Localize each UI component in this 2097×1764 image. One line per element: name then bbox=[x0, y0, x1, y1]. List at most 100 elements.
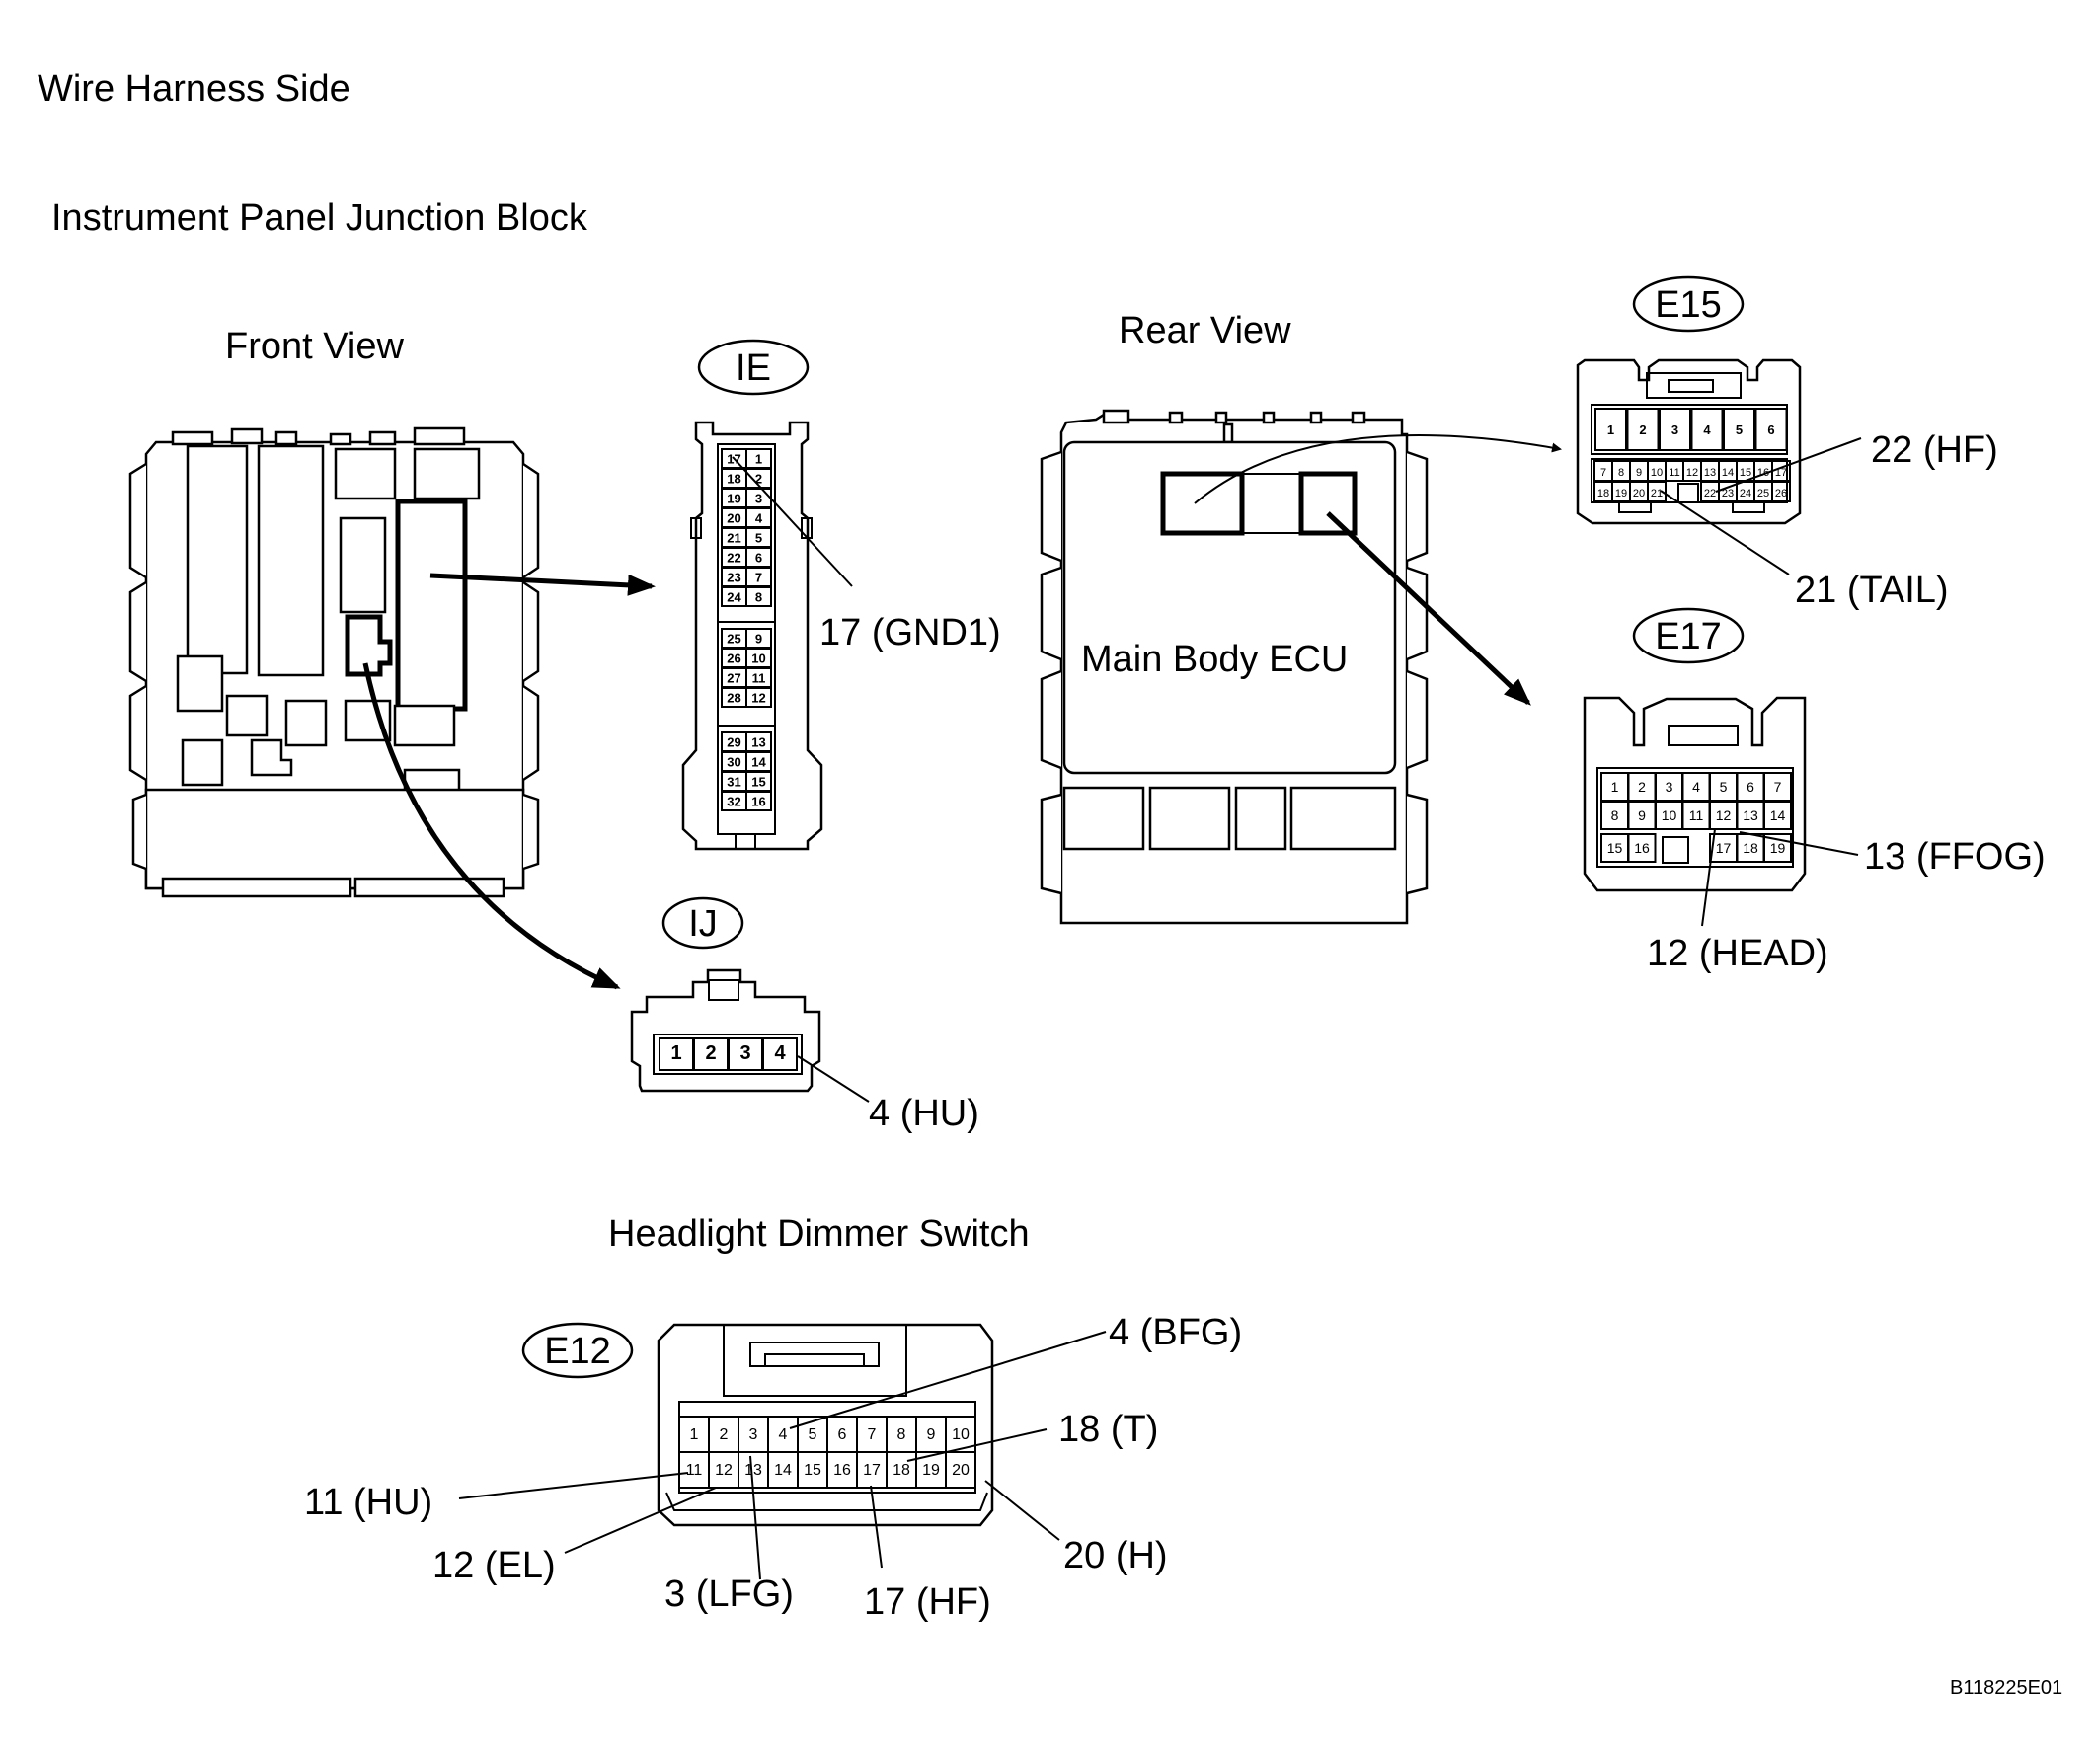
front-view-label: Front View bbox=[225, 326, 404, 367]
ie-pin-cell bbox=[745, 586, 772, 607]
e15-pin-cell bbox=[1659, 408, 1691, 451]
e15-pin-label: 11 bbox=[1669, 467, 1679, 479]
e15-pin-label: 19 bbox=[1615, 488, 1627, 499]
callout-e12-11-hu: 11 (HU) bbox=[304, 1482, 432, 1523]
e15-pin-label: 5 bbox=[1736, 422, 1743, 437]
page-title: Wire Harness Side bbox=[38, 68, 350, 110]
e12-pin-label: 20 bbox=[952, 1462, 970, 1479]
e15-pin-label: 21 bbox=[1651, 488, 1663, 499]
e17-pin-label: 18 bbox=[1743, 840, 1758, 856]
e15-pin-label: 17 bbox=[1775, 467, 1787, 479]
leader-e12-4 bbox=[789, 1331, 1107, 1429]
callout-e12-20-h: 20 (H) bbox=[1063, 1535, 1168, 1576]
leader-e15-21 bbox=[1660, 490, 1790, 575]
ie-pin-label: 25 bbox=[727, 632, 740, 647]
callout-e12-12-el: 12 (EL) bbox=[432, 1545, 556, 1586]
e15-pin-label: 9 bbox=[1636, 467, 1642, 479]
e15-pin-cell bbox=[1594, 408, 1627, 451]
e15-pin-label: 22 bbox=[1704, 488, 1716, 499]
connector-ie-name: IE bbox=[736, 347, 771, 389]
ie-pin-cell bbox=[745, 687, 772, 708]
switch-title: Headlight Dimmer Switch bbox=[608, 1213, 1030, 1255]
leader-e12-3 bbox=[749, 1455, 761, 1580]
e17-pin-label: 9 bbox=[1638, 807, 1646, 823]
e17-pin-label: 14 bbox=[1770, 807, 1786, 823]
e15-pin-label: 10 bbox=[1651, 467, 1663, 479]
e15-pin-label: 4 bbox=[1703, 422, 1711, 437]
callout-e12-17-hf: 17 (HF) bbox=[864, 1581, 991, 1623]
ij-pin-label: 1 bbox=[670, 1042, 681, 1064]
e12-pin-label: 9 bbox=[927, 1426, 936, 1443]
e17-pin-label: 16 bbox=[1634, 840, 1650, 856]
e17-pin-label: 8 bbox=[1611, 807, 1619, 823]
leader-e15-22 bbox=[1715, 437, 1862, 493]
leader-ie-17 bbox=[732, 456, 853, 587]
leader-e12-20 bbox=[984, 1480, 1060, 1541]
ij-pin-label: 2 bbox=[705, 1042, 716, 1064]
e12-pin-label: 2 bbox=[720, 1426, 729, 1443]
e15-pin-label: 3 bbox=[1671, 422, 1678, 437]
ie-pin-label: 29 bbox=[727, 735, 740, 750]
e15-pin-label: 26 bbox=[1775, 488, 1787, 499]
e17-pin-cell bbox=[1627, 833, 1657, 863]
e12-pin-label: 6 bbox=[838, 1426, 847, 1443]
e15-pin-cell bbox=[1723, 408, 1755, 451]
callout-e12-3-lfg: 3 (LFG) bbox=[664, 1573, 794, 1615]
main-body-ecu-rear-view: Main Body ECU bbox=[1040, 409, 1429, 925]
ie-pin-label: 13 bbox=[751, 735, 765, 750]
ie-pin-label: 10 bbox=[751, 652, 765, 666]
e17-pin-label: 7 bbox=[1774, 779, 1782, 795]
arrow-to-ie bbox=[429, 573, 656, 596]
ie-pin-label: 22 bbox=[727, 551, 740, 566]
arrow-to-e17 bbox=[1326, 511, 1531, 706]
connector-e17-name: E17 bbox=[1655, 616, 1722, 657]
ie-pin-label: 30 bbox=[727, 755, 740, 770]
e15-pin-label: 8 bbox=[1618, 467, 1624, 479]
e15-pin-label: 14 bbox=[1722, 467, 1734, 479]
e15-pin-label: 13 bbox=[1704, 467, 1716, 479]
callout-e15-22-hf: 22 (HF) bbox=[1871, 429, 1998, 471]
figure-code: B118225E01 bbox=[1950, 1677, 2062, 1699]
callout-e12-18-t: 18 (T) bbox=[1058, 1409, 1158, 1450]
e17-pin-label: 1 bbox=[1611, 779, 1619, 795]
e17-pin-label: 10 bbox=[1662, 807, 1677, 823]
rear-view-label: Rear View bbox=[1119, 310, 1291, 351]
ie-pin-label: 31 bbox=[727, 775, 740, 790]
e17-pin-label: 13 bbox=[1743, 807, 1758, 823]
e12-pin-label: 12 bbox=[715, 1462, 733, 1479]
e17-pin-label: 19 bbox=[1770, 840, 1786, 856]
e17-pin-label: 15 bbox=[1607, 840, 1623, 856]
ij-pin-cell bbox=[762, 1037, 798, 1071]
e12-pin-label: 17 bbox=[863, 1462, 881, 1479]
e17-pin-label: 12 bbox=[1716, 807, 1732, 823]
leader-e17-13 bbox=[1739, 831, 1859, 856]
e12-pin-label: 14 bbox=[774, 1462, 792, 1479]
e17-pin-label: 2 bbox=[1638, 779, 1646, 795]
e15-pin-cell bbox=[1771, 481, 1791, 502]
e15-pin-cell bbox=[1754, 408, 1788, 451]
e15-pin-label: 15 bbox=[1740, 467, 1751, 479]
e17-pin-cell bbox=[1763, 833, 1792, 863]
e12-pin-label: 3 bbox=[749, 1426, 758, 1443]
ij-pin-label: 3 bbox=[739, 1042, 750, 1064]
ie-pin-label: 4 bbox=[755, 511, 763, 526]
e15-pin-label: 18 bbox=[1597, 488, 1609, 499]
e12-pin-label: 10 bbox=[952, 1426, 970, 1443]
callout-ij-4-hu: 4 (HU) bbox=[869, 1093, 979, 1134]
ij-pin-label: 4 bbox=[774, 1042, 786, 1064]
ecu-label: Main Body ECU bbox=[1081, 639, 1348, 680]
leader-e12-17 bbox=[870, 1485, 883, 1569]
e12-pin-label: 8 bbox=[897, 1426, 906, 1443]
e12-pin-label: 13 bbox=[744, 1462, 762, 1479]
e15-pin-label: 20 bbox=[1633, 488, 1645, 499]
e12-pin-label: 4 bbox=[779, 1426, 788, 1443]
e15-pin-label: 25 bbox=[1757, 488, 1769, 499]
ie-pin-label: 5 bbox=[755, 531, 762, 546]
leader-ij-4 bbox=[797, 1055, 870, 1103]
arrow-to-e15 bbox=[1194, 434, 1562, 504]
e15-pin-label: 6 bbox=[1767, 422, 1774, 437]
ie-pin-label: 28 bbox=[727, 691, 740, 706]
